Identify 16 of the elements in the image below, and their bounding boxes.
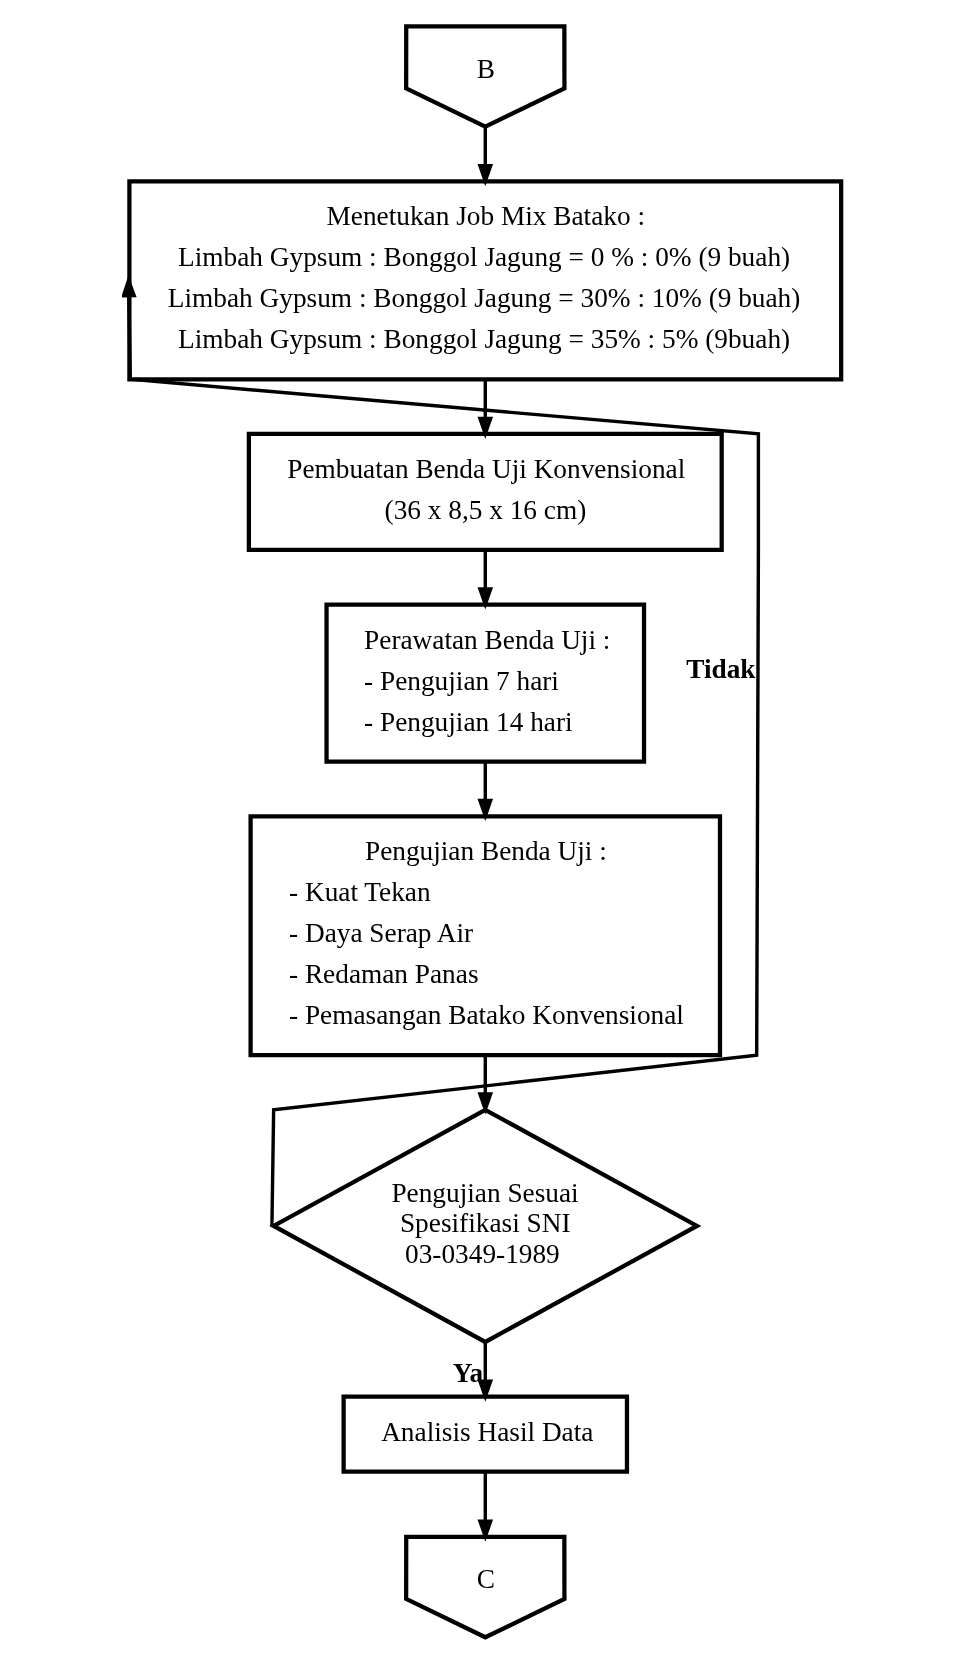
arrow bbox=[477, 379, 494, 439]
arrow bbox=[122, 275, 761, 1226]
node-box: Pengujian Benda Uji : - Kuat Tekan - Daya Serap Air - Redaman Panas - Pemasangan Batako Konvensional bbox=[248, 814, 723, 1058]
arrow bbox=[477, 1342, 494, 1402]
edge-label: Tidak bbox=[686, 654, 756, 685]
arrow bbox=[477, 1472, 494, 1542]
arrow bbox=[477, 550, 494, 610]
arrow bbox=[477, 762, 494, 822]
arrow bbox=[477, 126, 494, 187]
edge-label: Ya bbox=[452, 1357, 484, 1388]
node-box: Menetukan Job Mix Batako : Limbah Gypsum : Bonggol Jagung = 0 % : 0% (9 buah) Limbah Gypsum : Bonggol Jagung = 30% : 10% (9 buah) Limbah Gypsum : Bonggol Jagung = 35% : 5% (9buah) bbox=[127, 179, 844, 382]
node-box: Pembuatan Benda Uji Konvensional (36 x 8,5 x 16 cm) bbox=[246, 431, 724, 553]
node-box: Perawatan Benda Uji : - Pengujian 7 hari - Pengujian 14 hari bbox=[324, 602, 647, 764]
arrow bbox=[477, 1055, 494, 1115]
node-diamond: Pengujian Sesuai Spesifikasi SNI 03-0349-1989 bbox=[269, 1107, 702, 1345]
node-box: Analisis Hasil Data bbox=[341, 1394, 630, 1474]
